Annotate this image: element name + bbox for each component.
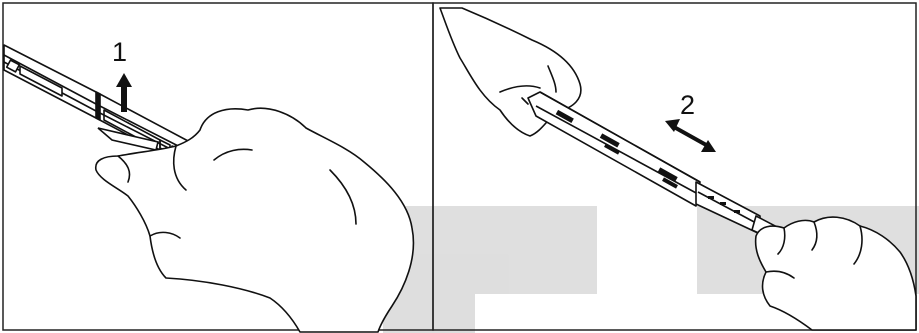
panel-step-1: 1 [3,3,433,332]
double-arrow-icon [665,119,716,152]
step-number-1: 1 [112,37,127,67]
step-number-2: 2 [680,90,695,120]
